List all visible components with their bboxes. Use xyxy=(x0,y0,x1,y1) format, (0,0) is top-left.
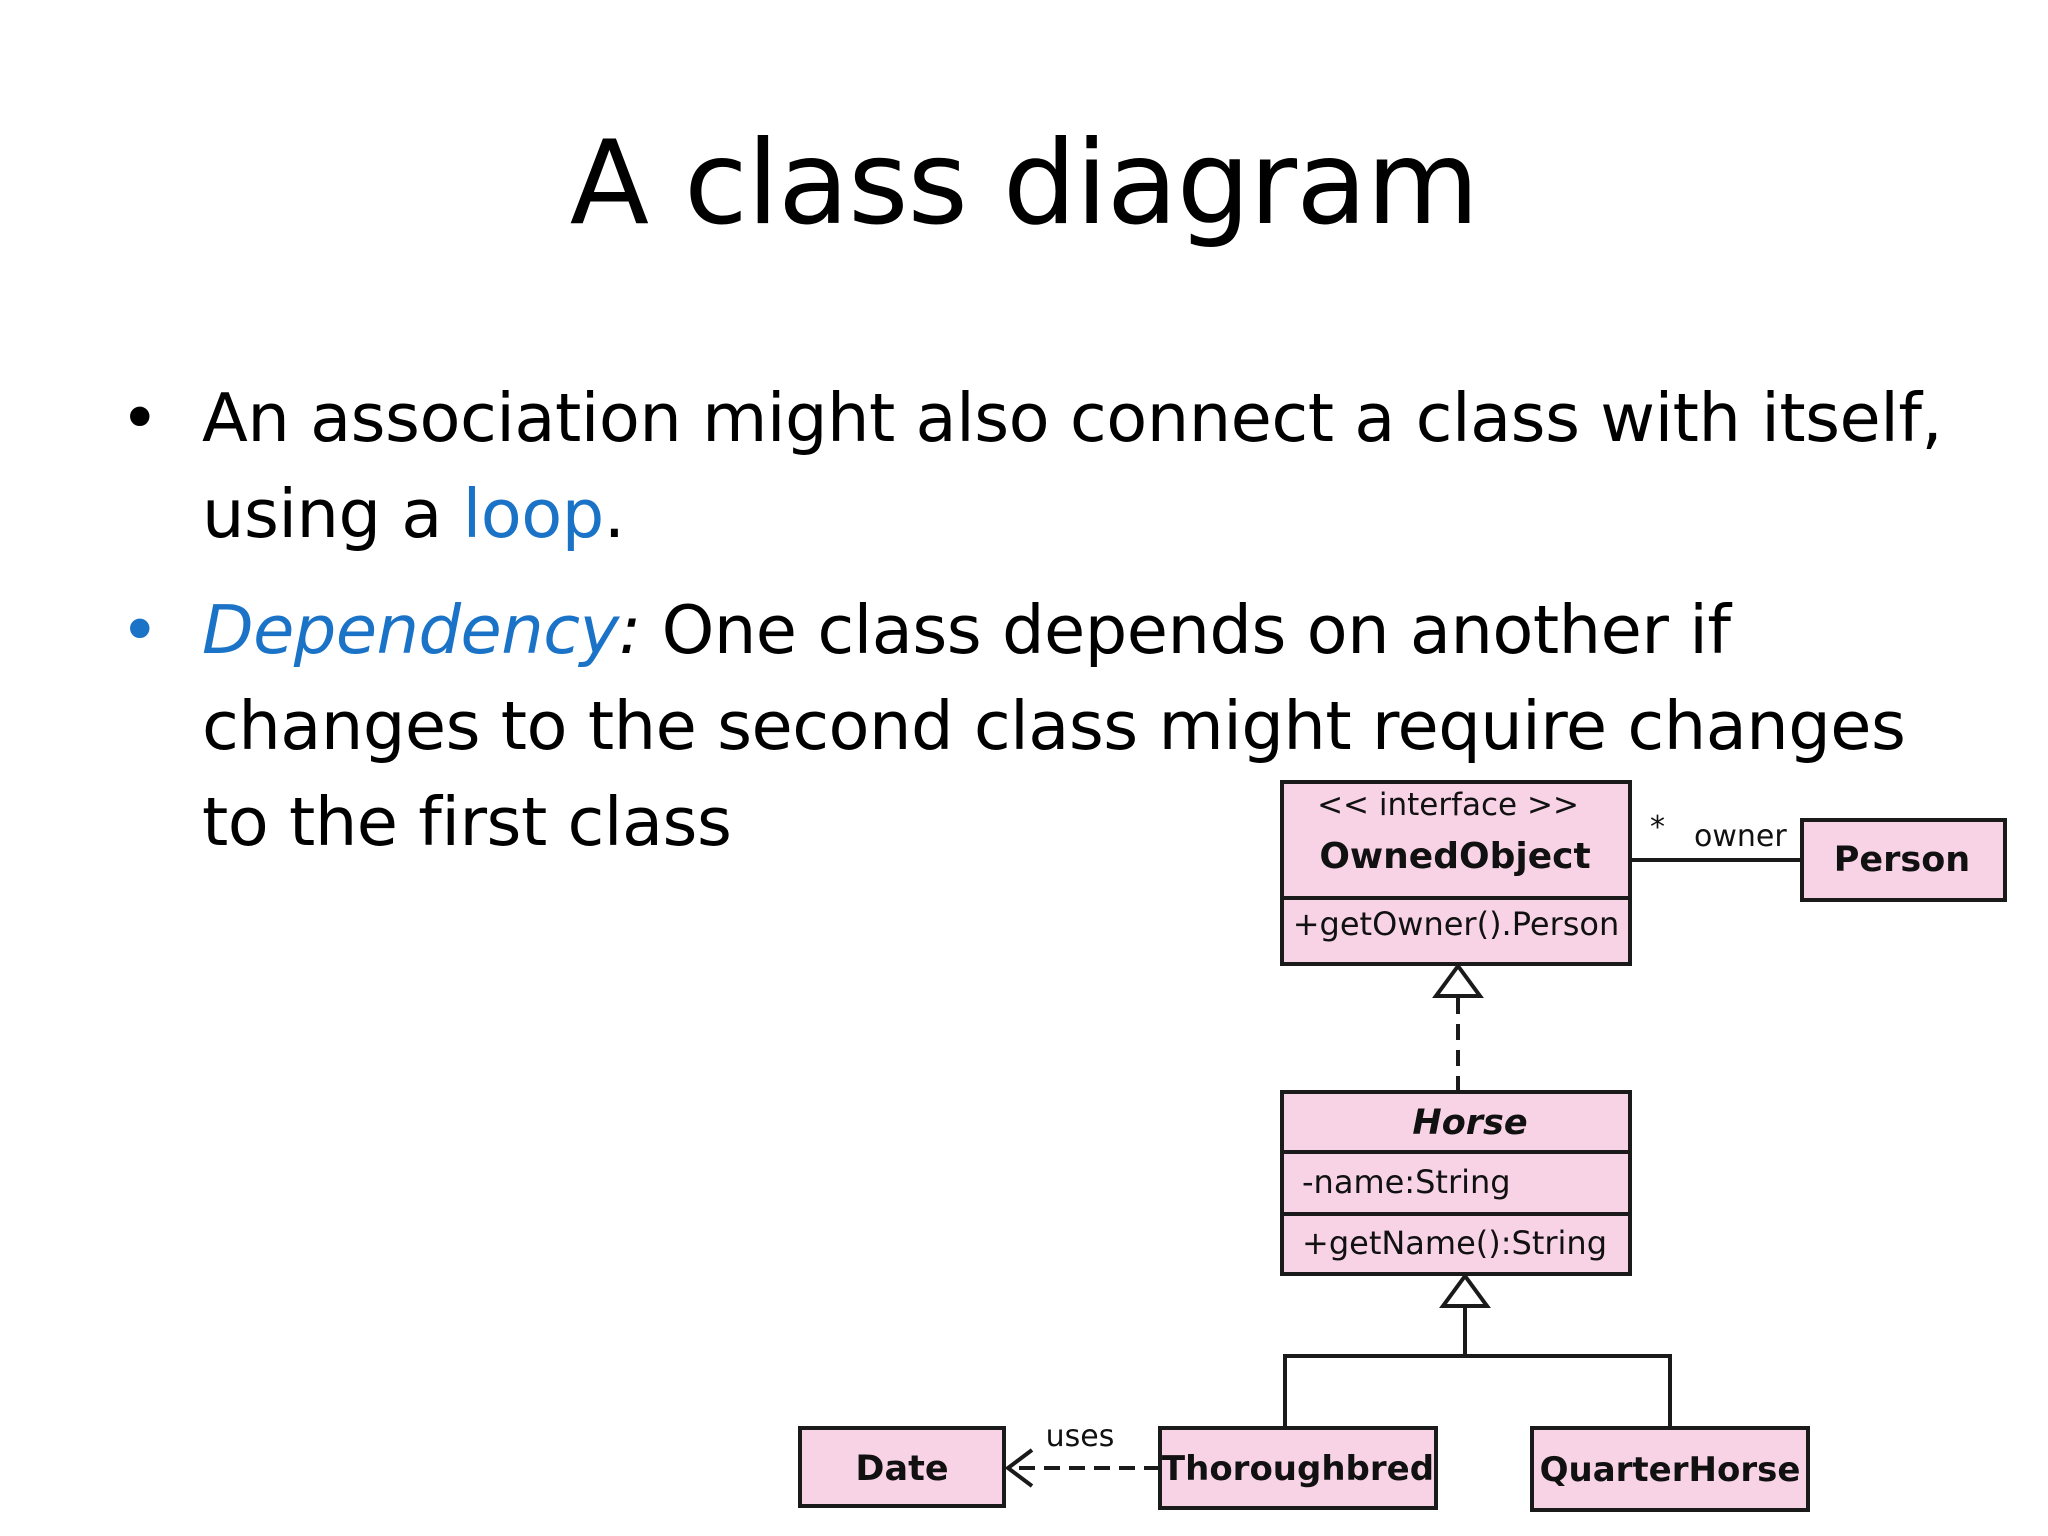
loop-term: loop xyxy=(462,475,605,553)
bullet-dependency: • Dependency: One class depends on anoth… xyxy=(120,582,1980,870)
dependency-colon: : xyxy=(618,591,642,669)
realization-triangle-icon xyxy=(1432,962,1484,998)
owned-object-stereotype: << interface >> xyxy=(1317,787,1579,823)
horse-attribute: -name:String xyxy=(1302,1163,1511,1201)
bullet-list: • An association might also connect a cl… xyxy=(120,370,1980,870)
association-role-owner: owner xyxy=(1694,819,1787,854)
owned-object-class-box xyxy=(1280,780,1632,966)
association-multiplicity: * xyxy=(1650,810,1665,845)
horse-operation: +getName():String xyxy=(1302,1224,1607,1262)
dependency-term: Dependency xyxy=(202,591,619,669)
quarterhorse-name: QuarterHorse xyxy=(1540,1450,1801,1490)
date-class-box xyxy=(798,1426,1006,1508)
bullet2-text: One class depends on another if changes … xyxy=(202,591,1906,861)
bullet1-text: An association might also connect a clas… xyxy=(202,379,1943,553)
slide-title: A class diagram xyxy=(569,116,1479,251)
dependency-arrowhead-icon xyxy=(1004,1448,1034,1488)
owned-object-name: OwnedObject xyxy=(1319,836,1590,877)
uses-label: uses xyxy=(1046,1419,1115,1454)
date-name: Date xyxy=(855,1449,948,1489)
thoroughbred-class-box xyxy=(1158,1426,1438,1510)
bullet-dot-icon: • xyxy=(120,591,160,669)
generalization-branch xyxy=(1283,1354,1672,1428)
person-class-box xyxy=(1800,818,2007,902)
bullet-association-loop: • An association might also connect a cl… xyxy=(120,370,1980,562)
bullet1-period: . xyxy=(603,475,625,553)
thoroughbred-name: Thoroughbred xyxy=(1162,1449,1434,1489)
horse-name: Horse xyxy=(1412,1103,1527,1143)
quarterhorse-class-box xyxy=(1530,1426,1810,1512)
owned-object-operation: +getOwner().Person xyxy=(1293,905,1620,943)
bullet-dot-icon: • xyxy=(120,379,160,457)
generalization-triangle-icon xyxy=(1439,1272,1491,1308)
person-name: Person xyxy=(1834,840,1970,880)
